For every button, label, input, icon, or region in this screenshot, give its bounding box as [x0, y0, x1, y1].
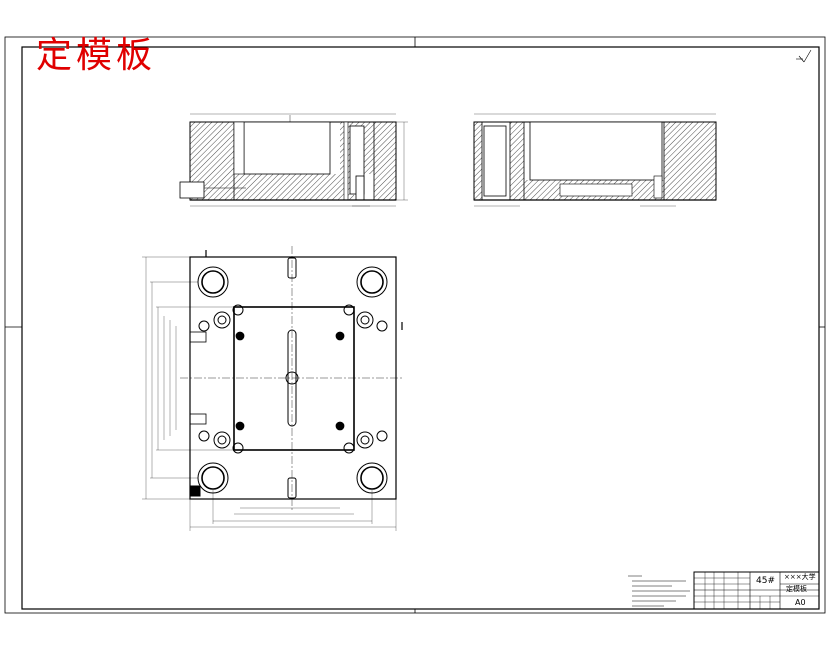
material-label: 45# [756, 576, 775, 586]
part-name-label: 定模板 [786, 585, 807, 593]
drawing-title: 定模板 [36, 35, 157, 76]
section-view-right [473, 113, 717, 207]
title-block-frame [693, 571, 820, 610]
sheet-size-label: A0 [795, 598, 806, 607]
plan-view [142, 246, 404, 531]
section-view-left [179, 113, 408, 207]
school-label: ×××大学 [784, 573, 816, 581]
roughness-symbol [796, 49, 812, 63]
technical-notes [628, 575, 690, 607]
sheet-border [4, 36, 826, 614]
